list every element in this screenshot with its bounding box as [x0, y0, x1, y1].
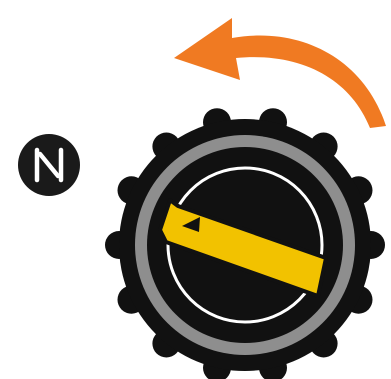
rotary-selector-knob-icon	[105, 108, 385, 379]
switch-symbol-icon	[18, 134, 80, 196]
